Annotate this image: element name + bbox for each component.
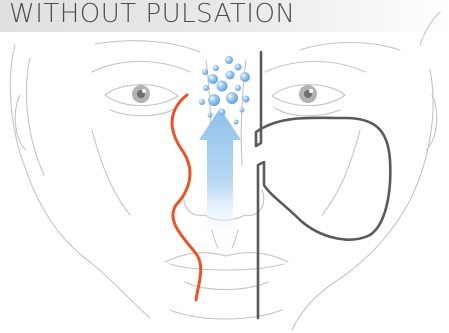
sinus-outline bbox=[256, 52, 390, 318]
airflow-arrow-icon bbox=[199, 108, 241, 245]
